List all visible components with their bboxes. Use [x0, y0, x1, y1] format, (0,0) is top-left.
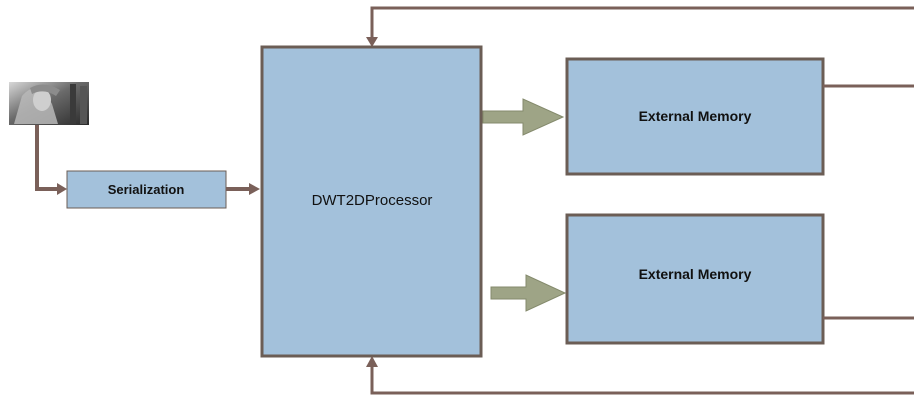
external-memory-bottom-block	[565, 213, 825, 345]
bottom-feedback-connector	[370, 366, 914, 395]
connector-arrowhead-icon	[366, 37, 378, 47]
processor-block	[260, 45, 483, 358]
serialization-label: Serialization	[108, 182, 185, 197]
image-to-serialization-connector	[35, 125, 57, 191]
serialization-block	[66, 170, 227, 209]
external-memory-top-block	[565, 57, 825, 176]
input-image-thumbnail	[9, 82, 89, 125]
connector-arrowhead-icon	[249, 183, 260, 195]
processor-to-memory-top-arrow-icon	[482, 98, 565, 136]
connector-arrowhead-icon	[366, 356, 378, 367]
processor-label: DWT2DProcessor	[312, 192, 433, 209]
processor-to-memory-bottom-arrow-icon	[490, 274, 567, 312]
top-feedback-connector	[370, 6, 914, 38]
external-memory-top-label: External Memory	[639, 108, 752, 124]
connector-arrowhead-icon	[57, 183, 67, 195]
external-memory-bottom-label: External Memory	[639, 266, 752, 282]
